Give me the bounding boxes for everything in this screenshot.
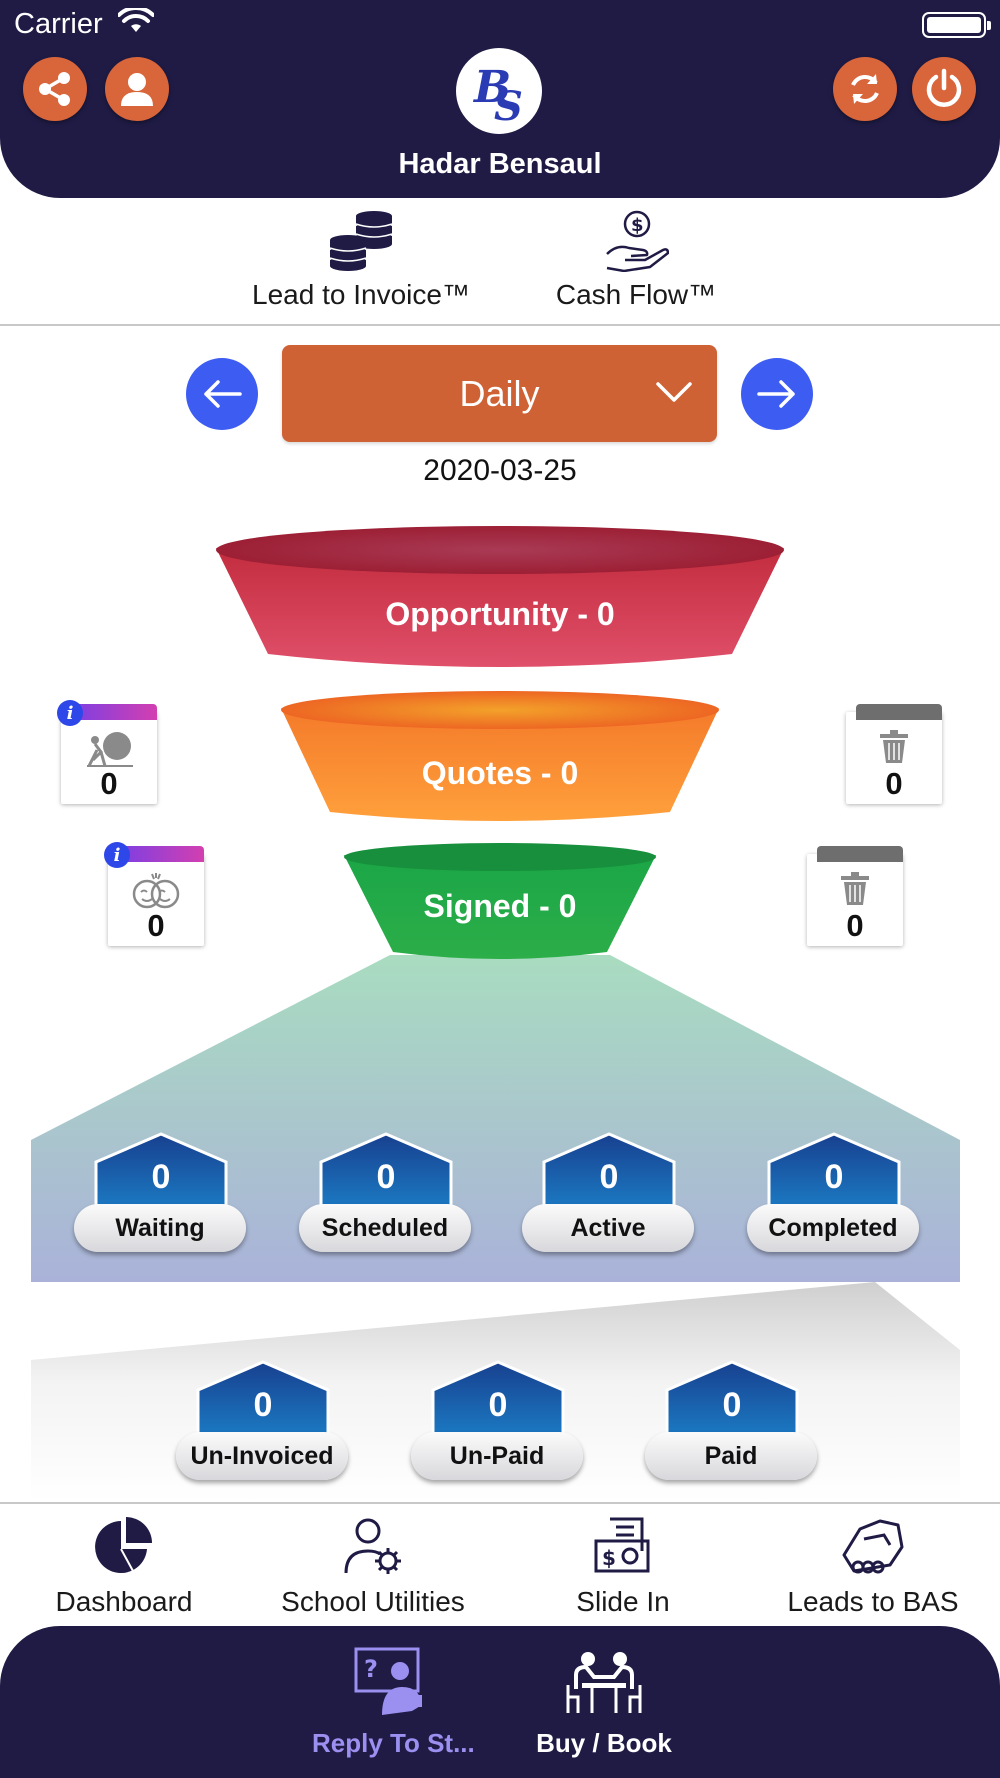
house-shape <box>542 1132 676 1210</box>
trash-icon <box>880 730 908 763</box>
happy-leads-count: 0 <box>147 908 165 943</box>
app-header: Carrier B S <box>0 0 1000 198</box>
person-boulder-icon <box>87 732 133 767</box>
bs-logo: B S <box>456 48 542 134</box>
footer-label: Reply To St... <box>312 1728 475 1758</box>
nav-label: Dashboard <box>55 1586 193 1617</box>
wifi-icon <box>117 5 155 39</box>
invoice-tile-un-paid[interactable]: 0 Un-Paid <box>411 1360 583 1484</box>
nav-slide-in[interactable]: $ Slide In <box>563 1515 683 1618</box>
power-icon <box>926 68 962 107</box>
status-value: 0 <box>151 1158 171 1196</box>
nav-dashboard[interactable]: Dashboard <box>44 1515 204 1618</box>
invoice-label: Paid <box>645 1432 817 1480</box>
share-button[interactable] <box>23 57 87 121</box>
invoice-tile-un-invoiced[interactable]: 0 Un-Invoiced <box>176 1360 348 1484</box>
deleted-signed-card[interactable]: 0 <box>807 846 903 946</box>
lost-leads-count: 0 <box>100 766 118 801</box>
receipt-cash-icon: $ <box>594 1517 650 1573</box>
info-icon[interactable]: i <box>104 842 130 868</box>
invoice-value: 0 <box>253 1386 273 1424</box>
period-date: 2020-03-25 <box>423 454 577 487</box>
tab-lead-to-invoice[interactable]: Lead to Invoice™ <box>243 210 479 311</box>
tab-label: Lead to Invoice™ <box>252 279 470 310</box>
house-shape <box>94 1132 228 1210</box>
handshake-icon <box>842 1519 904 1574</box>
footer-reply-to-students[interactable]: ? Reply To St... <box>312 1645 475 1759</box>
carrier-label: Carrier <box>14 8 103 40</box>
refresh-icon <box>851 74 879 104</box>
svg-text:B: B <box>472 62 511 113</box>
nav-school-utilities[interactable]: School Utilities <box>268 1515 478 1618</box>
coins-stack-icon <box>329 211 393 271</box>
question-board-icon: ? <box>354 1647 422 1715</box>
status-value: 0 <box>824 1158 844 1196</box>
status-tile-completed[interactable]: 0 Completed <box>747 1132 919 1256</box>
profile-button[interactable] <box>105 57 169 121</box>
status-value: 0 <box>599 1158 619 1196</box>
house-shape <box>196 1360 330 1438</box>
footer-bar <box>0 1626 1000 1778</box>
svg-text:S: S <box>494 83 523 126</box>
tab-label: Cash Flow™ <box>555 279 717 310</box>
happy-leads-card[interactable]: i 0 <box>104 842 204 946</box>
nav-label: Leads to BAS <box>787 1586 959 1617</box>
status-tile-waiting[interactable]: 0 Waiting <box>74 1132 246 1256</box>
faces-icon <box>132 873 180 909</box>
chevron-down-icon <box>656 382 692 402</box>
info-icon[interactable]: i <box>57 700 83 726</box>
status-tile-active[interactable]: 0 Active <box>522 1132 694 1256</box>
nav-label: School Utilities <box>281 1586 465 1617</box>
svg-text:$: $ <box>631 215 644 236</box>
status-label: Active <box>522 1204 694 1252</box>
hand-dollar-icon: $ <box>606 210 670 273</box>
meeting-table-icon <box>566 1652 642 1713</box>
invoice-label: Un-Invoiced <box>176 1432 348 1480</box>
trash-icon <box>841 872 869 905</box>
invoice-value: 0 <box>722 1386 742 1424</box>
deleted-quotes-count: 0 <box>885 766 903 801</box>
deleted-quotes-card[interactable]: 0 <box>846 704 942 804</box>
status-value: 0 <box>376 1158 396 1196</box>
person-gear-icon <box>344 1518 401 1574</box>
status-label: Completed <box>747 1204 919 1252</box>
status-tile-scheduled[interactable]: 0 Scheduled <box>299 1132 471 1256</box>
arrow-right-icon <box>757 380 795 408</box>
divider <box>0 324 1000 326</box>
divider <box>0 1502 1000 1504</box>
tab-cash-flow[interactable]: $ Cash Flow™ <box>546 210 726 311</box>
share-icon <box>39 72 70 106</box>
nav-label: Slide In <box>576 1586 670 1617</box>
invoice-label: Un-Paid <box>411 1432 583 1480</box>
battery-icon <box>922 12 991 38</box>
deleted-signed-count: 0 <box>846 908 864 943</box>
previous-period-button[interactable] <box>186 358 258 430</box>
house-shape <box>767 1132 901 1210</box>
svg-text:?: ? <box>364 1655 378 1683</box>
footer-label: Buy / Book <box>536 1728 672 1758</box>
invoice-tile-paid[interactable]: 0 Paid <box>645 1360 817 1484</box>
nav-leads-to-bas[interactable]: Leads to BAS <box>780 1515 966 1618</box>
period-selected: Daily <box>459 372 540 414</box>
next-period-button[interactable] <box>741 358 813 430</box>
period-dropdown[interactable]: Daily <box>282 345 717 442</box>
house-shape <box>665 1360 799 1438</box>
status-label: Waiting <box>74 1204 246 1252</box>
house-shape <box>319 1132 453 1210</box>
refresh-button[interactable] <box>833 57 897 121</box>
lost-leads-card[interactable]: i 0 <box>57 700 157 804</box>
svg-text:$: $ <box>602 1546 616 1570</box>
status-label: Scheduled <box>299 1204 471 1252</box>
invoice-value: 0 <box>488 1386 508 1424</box>
house-shape <box>431 1360 565 1438</box>
pie-chart-icon <box>95 1517 152 1573</box>
user-name: Hadar Bensaul <box>398 148 602 180</box>
arrow-left-icon <box>204 380 242 408</box>
power-button[interactable] <box>912 57 976 121</box>
user-icon <box>121 73 153 106</box>
footer-buy-book[interactable]: Buy / Book <box>528 1645 680 1759</box>
